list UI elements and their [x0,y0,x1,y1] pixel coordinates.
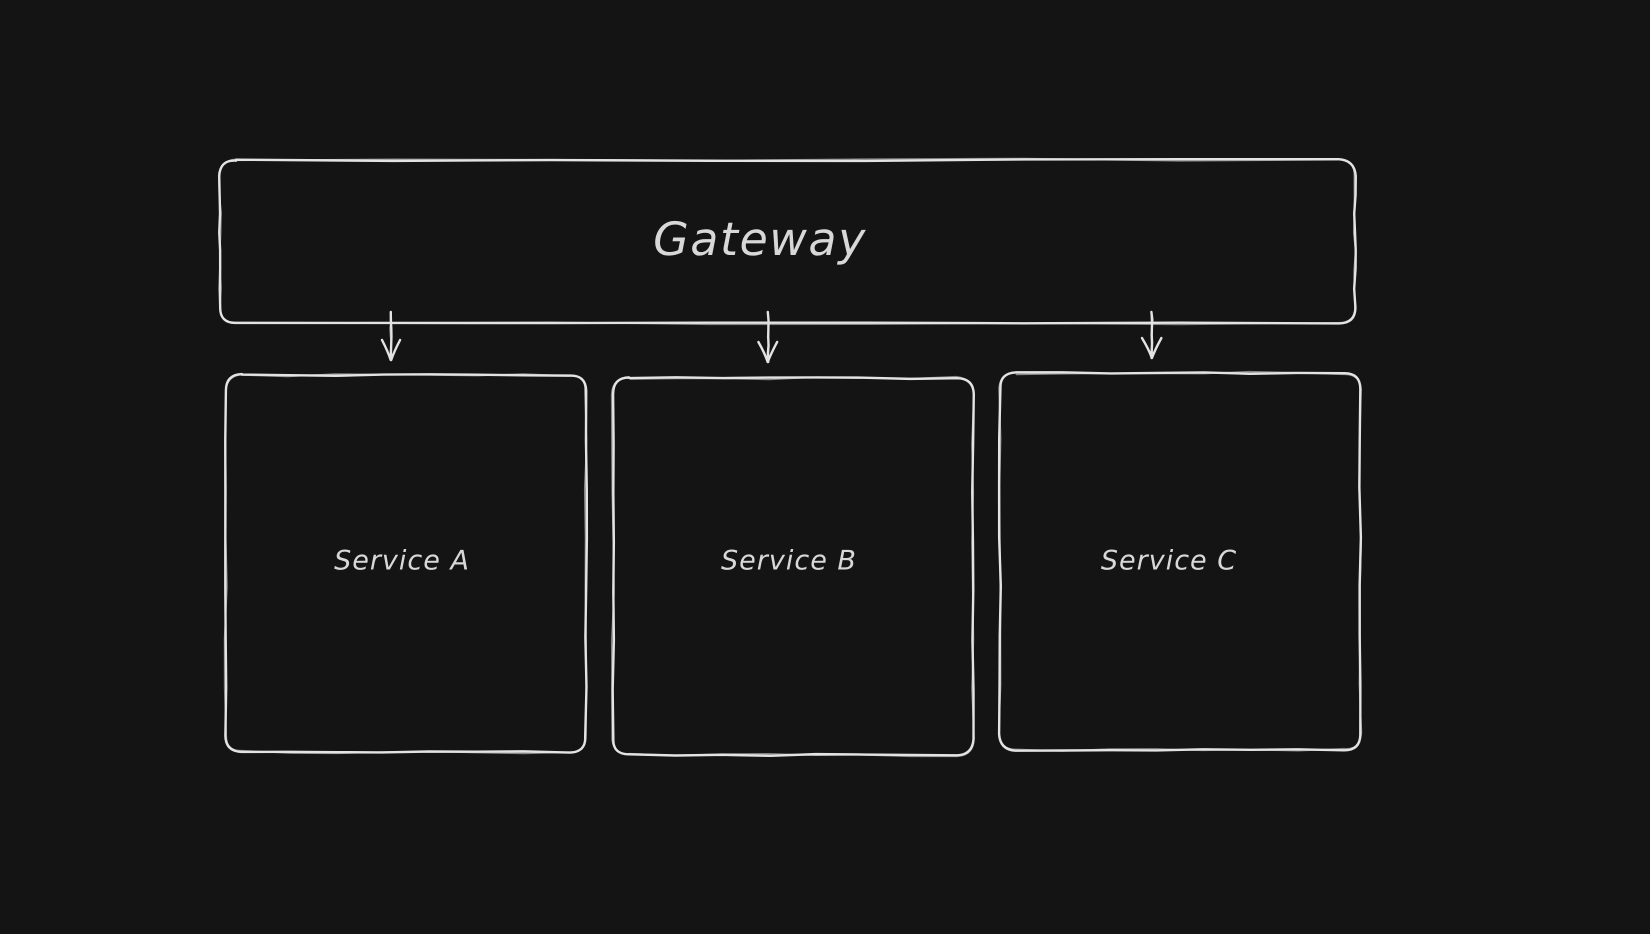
edge-gateway-to-service-c[interactable] [1138,312,1166,358]
node-label-service-b: Service B [721,545,857,577]
node-label-gateway: Gateway [653,212,867,266]
edge-gateway-to-service-b[interactable] [754,312,782,362]
node-label-service-c: Service C [1100,545,1238,577]
edge-gateway-to-service-a[interactable] [377,312,405,360]
node-label-service-a: Service A [334,545,470,577]
